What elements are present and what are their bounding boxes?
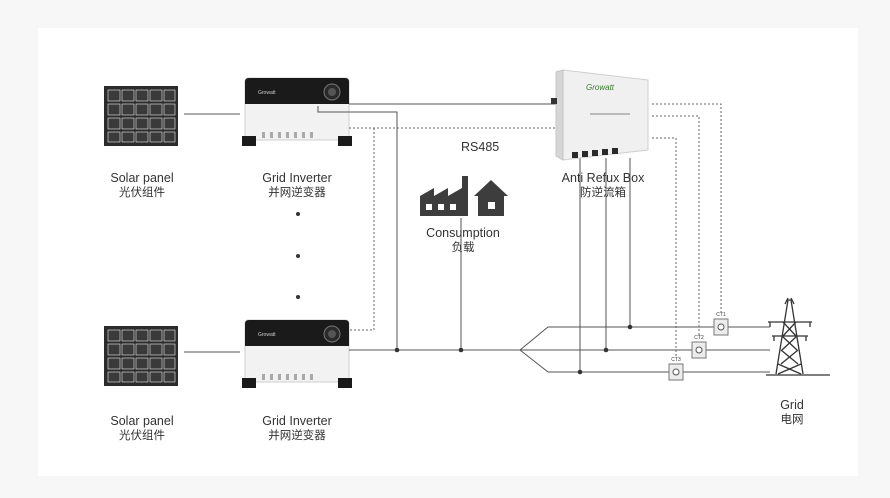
solar-panel-top-label: Solar panel 光伏组件: [110, 171, 173, 201]
grid-inverter-bottom-label: Grid Inverter 并网逆变器: [262, 414, 331, 444]
solar-panel-top-icon: [104, 86, 178, 146]
consumption-icon: [420, 176, 508, 216]
rs485-label: RS485: [461, 140, 500, 154]
grid-inverter-bottom-en: Grid Inverter: [262, 414, 332, 428]
ac-wires: [317, 103, 770, 373]
svg-text:Growatt: Growatt: [586, 83, 615, 92]
rs485-lines: [349, 103, 722, 358]
consumption-label: Consumption 负载: [426, 226, 500, 256]
svg-text:Growatt: Growatt: [258, 332, 276, 338]
grid-inverter-top-en: Grid Inverter: [262, 171, 332, 185]
ellipsis-dot-2: [296, 254, 300, 258]
ellipsis-dot-3: [296, 295, 300, 299]
grid-inverter-top-icon: Growatt: [242, 77, 352, 146]
grid-pylon-icon: [766, 297, 830, 376]
anti-refux-box-label: Anti Refux Box 防逆流箱: [562, 171, 645, 201]
consumption-en: Consumption: [426, 226, 500, 240]
ct3-label: CT3: [671, 357, 681, 363]
anti-refux-box-en: Anti Refux Box: [561, 171, 645, 185]
solar-panel-bottom-icon: [104, 326, 178, 386]
grid-inverter-top-label: Grid Inverter 并网逆变器: [262, 171, 331, 201]
consumption-zh: 负载: [451, 242, 475, 254]
grid-en: Grid: [780, 398, 804, 412]
ct1-icon: [713, 318, 729, 336]
anti-refux-box-zh: 防逆流箱: [580, 187, 626, 199]
grid-inverter-top-zh: 并网逆变器: [268, 187, 326, 199]
solar-panel-top-en: Solar panel: [110, 171, 174, 185]
ct2-label: CT2: [694, 335, 704, 341]
anti-refux-box-icon: Growatt: [551, 69, 649, 161]
grid-inverter-bottom-zh: 并网逆变器: [268, 430, 326, 442]
ct3-icon: [668, 363, 684, 381]
grid-label: Grid 电网: [780, 398, 804, 428]
ct2-icon: [691, 341, 707, 359]
grid-zh: 电网: [780, 414, 804, 426]
solar-panel-bottom-label: Solar panel 光伏组件: [110, 414, 173, 444]
solar-panel-bottom-en: Solar panel: [110, 414, 174, 428]
ct1-label: CT1: [716, 312, 726, 318]
solar-panel-top-zh: 光伏组件: [119, 187, 165, 199]
solar-panel-bottom-zh: 光伏组件: [119, 430, 165, 442]
ellipsis-dot-1: [296, 212, 300, 216]
grid-inverter-bottom-icon: Growatt: [242, 319, 352, 388]
svg-text:Growatt: Growatt: [258, 90, 276, 96]
